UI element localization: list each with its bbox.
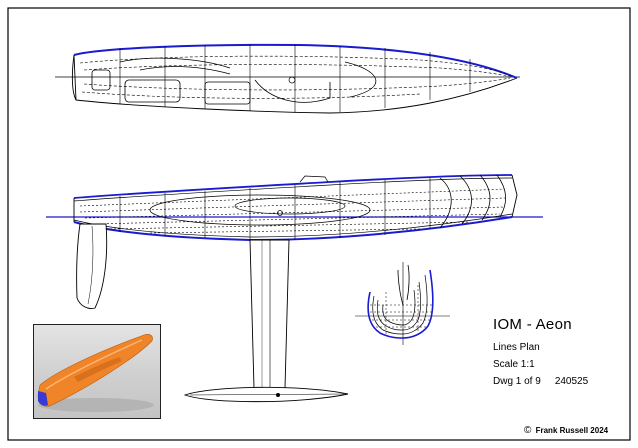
profile-view <box>46 174 543 403</box>
body-plan <box>355 262 450 345</box>
copyright-credit: © Frank Russell 2024 <box>524 425 608 436</box>
plan-view <box>55 43 520 114</box>
title-block: IOM - Aeon Lines Plan Scale 1:1 Dwg 1 of… <box>493 316 588 387</box>
drawing-scale: Scale 1:1 <box>493 359 535 370</box>
render-thumbnail <box>33 324 161 419</box>
drawing-subtitle: Lines Plan <box>493 342 540 353</box>
copyright-icon: © <box>524 425 532 436</box>
drawing-sheet-number: Dwg 1 of 9 <box>493 376 541 387</box>
drawing-title: IOM - Aeon <box>493 316 572 333</box>
credit-text: Frank Russell 2024 <box>535 426 609 435</box>
drawing-date: 240525 <box>554 376 589 387</box>
drawing-sheet-info: Dwg 1 of 9 240525 <box>493 376 588 387</box>
hull-render-image <box>37 334 154 412</box>
